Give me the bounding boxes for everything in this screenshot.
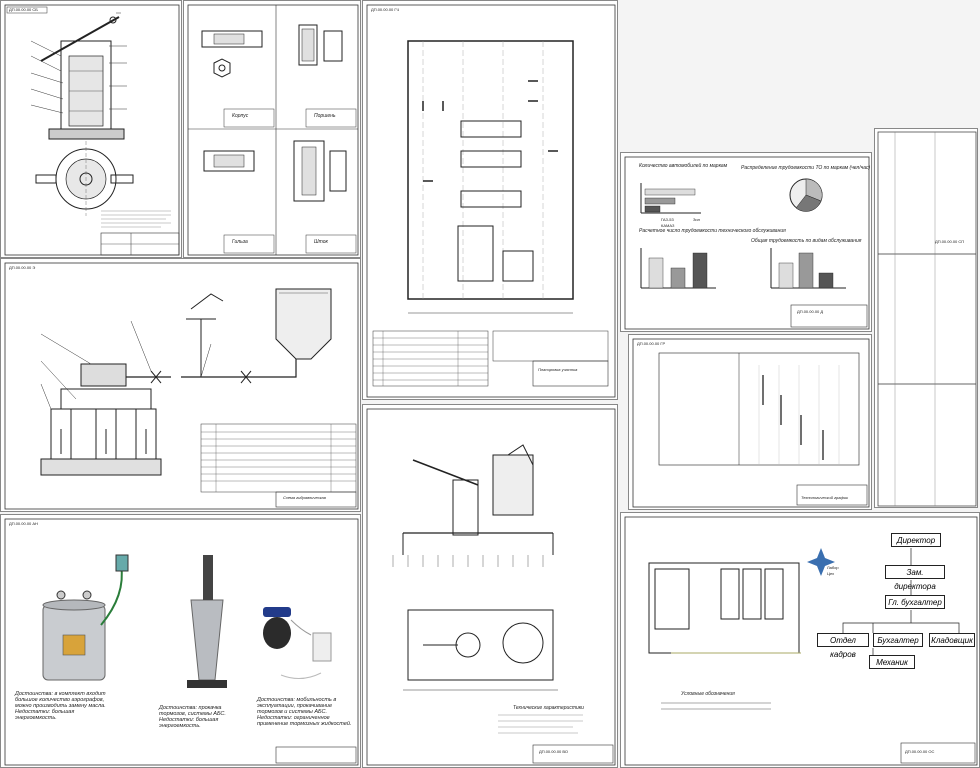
sheet-analogs: Достоинства: в комплект входит большое к… <box>0 514 361 768</box>
org-mechanic: Механик <box>869 655 915 669</box>
sheet-schedule: ДП.00.00.00 ГР Технологический график <box>628 334 872 510</box>
org-deputy: Зам. директора <box>885 565 945 591</box>
analog-caption-1: Достоинства: в комплект входит большое к… <box>15 691 106 721</box>
analysis-t2: Распределение трудоемкости ТО по маркам … <box>741 165 871 171</box>
part4-title: Шток <box>314 239 328 245</box>
sheet-analysis: Количество автомобилей по маркам Распред… <box>620 152 872 332</box>
parts-svg <box>187 4 359 256</box>
spec-svg <box>877 131 977 507</box>
org-w2: Цех <box>827 571 835 576</box>
org-hr: Отдел кадров <box>817 633 869 659</box>
analog-caption-3: Достоинства: мобильность в эксплуатации,… <box>257 697 352 727</box>
sheet-org: Директор Зам. директора Гл. бухгалтер От… <box>620 512 980 768</box>
scheme-stamp: ДП.00.00.00 Э <box>9 265 36 270</box>
org-stamp: ДП.00.00.00 ОС <box>905 749 935 754</box>
org-legend: Условные обозначения <box>681 691 735 697</box>
org-chief-accountant: Гл. бухгалтер <box>885 595 945 609</box>
org-accountant: Бухгалтер <box>873 633 923 647</box>
schedule-stamp: ДП.00.00.00 ГР <box>637 341 666 346</box>
plan-title: Планировка участка <box>538 367 578 372</box>
part3-title: Гильза <box>232 239 248 245</box>
analog-caption-2: Достоинства: прокачка тормозов, системы … <box>159 705 226 729</box>
assembly-svg <box>366 408 616 766</box>
sheet-pump-drawing: ДП.00.00.00 СБ <box>0 0 182 258</box>
analysis-l2: Зил <box>693 217 700 222</box>
scheme-svg <box>4 262 359 510</box>
part1-title: Корпус <box>232 113 249 119</box>
sheet-plan: ДП.00.00.00 ГЧ Планировка участка <box>362 0 618 400</box>
analysis-l1: ГАЗ-53 <box>661 217 674 222</box>
pump-drawing-svg <box>4 4 180 256</box>
analysis-svg <box>624 156 870 330</box>
assembly-stamp: ДП.00.00.00 ВО <box>539 749 569 754</box>
analysis-l3: КАМАЗ <box>661 223 675 228</box>
schedule-title: Технологический график <box>801 495 848 500</box>
org-w1: Лабор <box>827 565 839 570</box>
analogs-stamp: ДП.00.00.00 АН <box>9 521 38 526</box>
analysis-stamp: ДП.00.00.00 Д <box>797 309 824 314</box>
analysis-t4: Общая трудоемкость по видам обслуживания <box>751 238 862 244</box>
assembly-tech: Технические характеристики <box>513 705 584 711</box>
sheet-assembly: Технические характеристики ДП.00.00.00 В… <box>362 404 618 768</box>
analysis-t1: Количество автомобилей по маркам <box>639 163 728 169</box>
plan-stamp: ДП.00.00.00 ГЧ <box>371 7 400 12</box>
part2-title: Поршень <box>314 113 336 119</box>
schedule-svg <box>632 338 870 508</box>
sheet-spec: ДП.00.00.00 СП <box>874 128 978 508</box>
org-director: Директор <box>891 533 941 547</box>
analysis-t3: Расчетное число трудоемкости техническог… <box>639 228 786 234</box>
analogs-svg <box>4 518 359 766</box>
spec-stamp: ДП.00.00.00 СП <box>935 239 965 244</box>
pump-stamp: ДП.00.00.00 СБ <box>9 7 38 12</box>
scheme-title: Схема гидравлическая <box>283 495 326 500</box>
org-svg <box>624 516 978 766</box>
sheet-scheme: ДП.00.00.00 Э Схема гидравлическая <box>0 258 361 512</box>
sheet-parts: Корпус Поршень Гильза Шток <box>183 0 361 258</box>
org-storekeeper: Кладовщик <box>929 633 975 647</box>
plan-svg <box>366 4 616 398</box>
